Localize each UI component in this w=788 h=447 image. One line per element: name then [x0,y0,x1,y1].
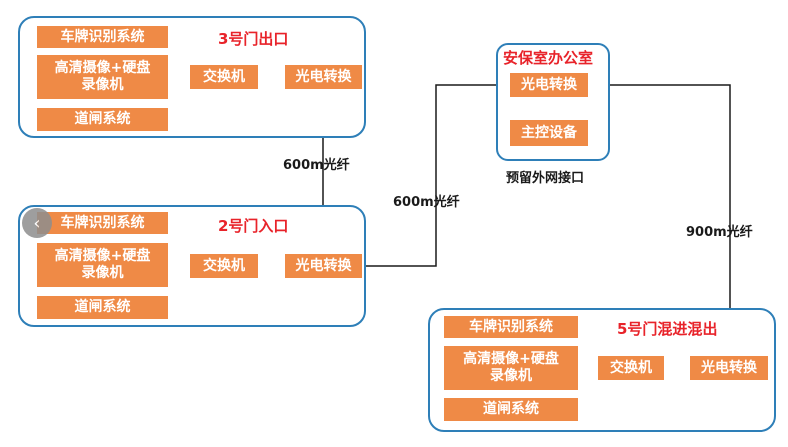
gate3-plate-recognition: 车牌识别系统 [37,26,168,48]
gate2-plate-recognition: 车牌识别系统 [37,212,168,234]
office-main-control: 主控设备 [510,120,588,146]
previous-button[interactable]: ‹ [22,208,52,238]
office-converter: 光电转换 [510,73,588,97]
gate3-camera-recorder: 高清摄像+硬盘录像机 [37,55,168,99]
gate3-converter: 光电转换 [285,65,362,89]
fiber-label-gate3-gate2: 600m光纤 [283,158,350,173]
gate3-title: 3号门出口 [218,30,289,48]
security-office-title: 安保室办公室 [503,49,594,67]
gate2-title: 2号门入口 [218,217,289,235]
reserved-external-port-label: 预留外网接口 [506,171,585,186]
gate5-converter: 光电转换 [690,356,768,380]
fiber-label-office-gate5: 900m光纤 [686,225,753,240]
gate2-converter: 光电转换 [285,254,362,278]
gate2-camera-recorder: 高清摄像+硬盘录像机 [37,243,168,287]
gate2-switch: 交换机 [190,254,258,278]
gate2-barrier-system: 道闸系统 [37,296,168,319]
gate5-plate-recognition: 车牌识别系统 [444,316,578,338]
gate3-barrier-system: 道闸系统 [37,108,168,131]
gate5-camera-recorder: 高清摄像+硬盘录像机 [444,346,578,390]
fiber-office-gate5 [588,84,731,358]
gate3-switch: 交换机 [190,65,258,89]
gate5-barrier-system: 道闸系统 [444,398,578,421]
gate5-title: 5号门混进混出 [617,320,718,338]
fiber-gate2-office [362,84,510,267]
chevron-left-icon: ‹ [33,212,41,234]
gate5-switch: 交换机 [598,356,664,380]
fiber-label-gate2-office: 600m光纤 [393,195,460,210]
